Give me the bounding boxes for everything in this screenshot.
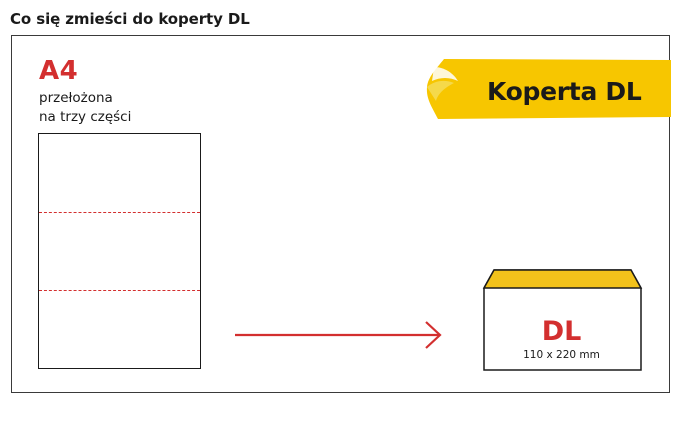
- a4-sheet: [38, 133, 201, 369]
- fold-line-2: [39, 290, 200, 291]
- a4-description: przełożona na trzy części: [39, 89, 131, 127]
- a4-label: A4: [39, 56, 79, 86]
- banner-title: Koperta DL: [487, 77, 642, 106]
- page-title: Co się zmieści do koperty DL: [10, 10, 250, 28]
- a4-description-line-2: na trzy części: [39, 109, 132, 125]
- koperta-banner-shape: [426, 59, 671, 119]
- arrow-right-icon: [235, 321, 442, 349]
- envelope-label: DL: [541, 316, 582, 347]
- a4-description-line-1: przełożona: [39, 90, 113, 106]
- fold-line-1: [39, 212, 200, 213]
- diagram-frame: [11, 35, 670, 393]
- envelope-dimensions: 110 x 220 mm: [523, 349, 600, 361]
- envelope-dl-icon: [482, 269, 643, 371]
